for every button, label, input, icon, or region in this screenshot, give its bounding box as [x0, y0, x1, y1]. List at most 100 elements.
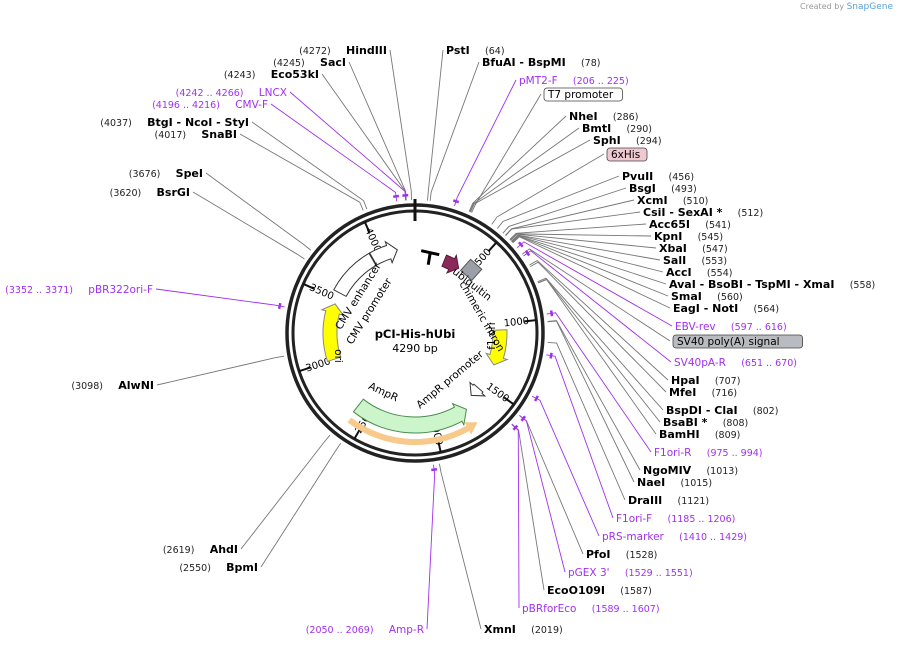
spacer — [132, 111, 147, 130]
site-text: AccI (554) — [666, 261, 732, 280]
site-label-enzyme[interactable]: SphI (294) — [593, 129, 662, 148]
site-label-enzyme[interactable]: (3620) BsrGI — [110, 181, 190, 200]
enzyme-name: EcoO109I — [547, 584, 605, 597]
ampr-label: AmpR — [367, 380, 401, 404]
site-label-enzyme[interactable]: NheI (286) — [569, 105, 638, 124]
site-label-primer[interactable]: F1ori-F (1185 .. 1206) — [616, 507, 735, 526]
site-label-enzyme[interactable]: PstI (64) — [446, 39, 505, 58]
primer-name: LNCX — [259, 87, 287, 99]
site-label-primer[interactable]: pBRforEco (1589 .. 1607) — [522, 597, 660, 616]
site-location: (554) — [707, 268, 733, 279]
site-label-enzyme[interactable]: BsaBI * (808) — [663, 411, 748, 430]
site-text: Acc65I (541) — [649, 213, 731, 232]
site-label-enzyme[interactable]: BamHI (809) — [659, 423, 740, 442]
enzyme-name: XcmI — [637, 194, 668, 207]
leader-line — [427, 49, 444, 201]
site-label-enzyme[interactable]: (4243) Eco53kI — [224, 63, 319, 82]
ampr-promoter-arrow[interactable] — [469, 381, 487, 397]
cmv-enhancer-arrow[interactable] — [333, 240, 398, 298]
site-label-enzyme[interactable]: DraIII (1121) — [628, 489, 709, 508]
site-label-primer[interactable]: (4242 .. 4266) LNCX — [176, 81, 287, 100]
leader-line — [537, 277, 664, 411]
leader-line — [429, 61, 480, 201]
label-leader-lines — [155, 49, 673, 630]
site-label-box[interactable]: 6xHis — [606, 147, 648, 162]
f1-ori-arrow[interactable] — [484, 329, 509, 366]
site-text: HpaI (707) — [671, 369, 740, 388]
leader-line — [519, 414, 584, 555]
site-label-primer[interactable]: (4196 .. 4216) CMV-F — [152, 93, 268, 112]
site-label-enzyme[interactable]: XmnI (2019) — [484, 618, 563, 637]
ori-arrow[interactable] — [320, 303, 345, 363]
spacer — [160, 162, 175, 181]
site-label-enzyme[interactable]: MfeI (716) — [669, 381, 737, 400]
enzyme-name: NgoMIV — [643, 464, 692, 477]
site-label-box[interactable]: T7 promoter — [543, 87, 623, 102]
site-location: (560) — [717, 292, 743, 303]
site-label-enzyme[interactable]: NaeI (1015) — [637, 471, 712, 490]
site-label-enzyme[interactable]: EagI - NotI (564) — [673, 297, 779, 316]
spacer — [566, 51, 581, 70]
scale-tick — [298, 366, 311, 373]
site-label-primer[interactable]: EBV-rev (597 .. 616) — [675, 315, 787, 334]
enzyme-name: SalI — [663, 254, 686, 267]
site-location: (2019) — [531, 625, 563, 636]
site-label-enzyme[interactable]: SmaI (560) — [671, 285, 743, 304]
leader-line — [519, 415, 566, 573]
site-label-enzyme[interactable]: PfoI (1528) — [586, 543, 657, 562]
site-label-enzyme[interactable]: (4017) SnaBI — [154, 123, 237, 142]
site-label-primer[interactable]: pMT2-F (206 .. 225) — [519, 69, 629, 88]
leader-line — [529, 260, 669, 381]
enzyme-name: BsgI — [629, 182, 656, 195]
site-label-enzyme[interactable]: NgoMIV (1013) — [643, 459, 738, 478]
leader-line — [512, 236, 671, 309]
leader-line — [471, 93, 542, 213]
site-label-enzyme[interactable]: BmtI (290) — [582, 117, 652, 136]
site-label-primer[interactable]: pRS-marker (1410 .. 1429) — [602, 525, 747, 544]
spacer — [211, 556, 226, 575]
site-label-enzyme[interactable]: (4245) SacI — [273, 51, 346, 70]
leader-line — [510, 233, 657, 249]
site-label-enzyme[interactable]: PvuII (456) — [622, 165, 694, 184]
ubiquitin-arrow[interactable] — [441, 253, 460, 274]
site-label-enzyme[interactable]: SalI (553) — [663, 249, 727, 268]
enzyme-name: BsrGI — [157, 186, 190, 199]
site-label-primer[interactable]: (2050 .. 2069) Amp-R — [306, 618, 424, 637]
site-text: NgoMIV (1013) — [643, 459, 738, 478]
site-label-enzyme[interactable]: (4272) HindIII — [299, 39, 387, 58]
site-label-enzyme[interactable]: (2550) BpmI — [179, 556, 258, 575]
site-text: pMT2-F (206 .. 225) — [519, 69, 629, 88]
site-label-primer[interactable]: (3352 .. 3371) pBR322ori-F — [5, 278, 153, 297]
site-label-enzyme[interactable]: XbaI (547) — [659, 237, 728, 256]
site-label-enzyme[interactable]: CsiI - SexAI * (512) — [643, 201, 763, 220]
site-location: (294) — [636, 136, 662, 147]
ampr-orf-highlight[interactable] — [347, 417, 478, 446]
site-label-enzyme[interactable]: Acc65I (541) — [649, 213, 731, 232]
site-label-enzyme[interactable]: BspDI - ClaI (802) — [666, 399, 778, 418]
site-label-enzyme[interactable]: BsgI (493) — [629, 177, 697, 196]
site-text: MfeI (716) — [669, 381, 737, 400]
site-label-enzyme[interactable]: AccI (554) — [666, 261, 732, 280]
cmv-promoter-divider[interactable] — [368, 252, 378, 267]
site-label-enzyme[interactable]: KpnI (545) — [654, 225, 723, 244]
site-label-enzyme[interactable]: HpaI (707) — [671, 369, 740, 388]
site-label-enzyme[interactable]: (4037) BtgI - NcoI - StyI — [100, 111, 249, 130]
site-label-primer[interactable]: pGEX 3' (1529 .. 1551) — [568, 561, 693, 580]
site-label-enzyme[interactable]: (2619) AhdI — [163, 538, 238, 557]
enzyme-name: NheI — [569, 110, 598, 123]
site-text: XmnI (2019) — [484, 618, 563, 637]
leader-line — [521, 248, 671, 342]
site-label-enzyme[interactable]: EcoO109I (1587) — [547, 579, 652, 598]
site-label-enzyme[interactable]: BfuAI - BspMI (78) — [482, 51, 600, 70]
site-label-enzyme[interactable]: (3098) AlwNI — [71, 374, 154, 393]
site-text: PfoI (1528) — [586, 543, 657, 562]
site-label-primer[interactable]: SV40pA-R (651 .. 670) — [674, 351, 797, 370]
ampr-arrow[interactable] — [352, 398, 468, 434]
site-label-enzyme[interactable]: AvaI - BsoBI - TspMI - XmaI (558) — [669, 273, 875, 292]
site-label-box[interactable]: SV40 poly(A) signal — [672, 334, 804, 349]
site-label-primer[interactable]: F1ori-R (975 .. 994) — [654, 441, 763, 460]
site-label-enzyme[interactable]: XcmI (510) — [637, 189, 708, 208]
chimeric-intron-block[interactable] — [459, 258, 483, 282]
site-labels: (4272) HindIII(4245) SacI(4243) Eco53kI(… — [5, 39, 875, 637]
site-label-enzyme[interactable]: (3676) SpeI — [129, 162, 203, 181]
